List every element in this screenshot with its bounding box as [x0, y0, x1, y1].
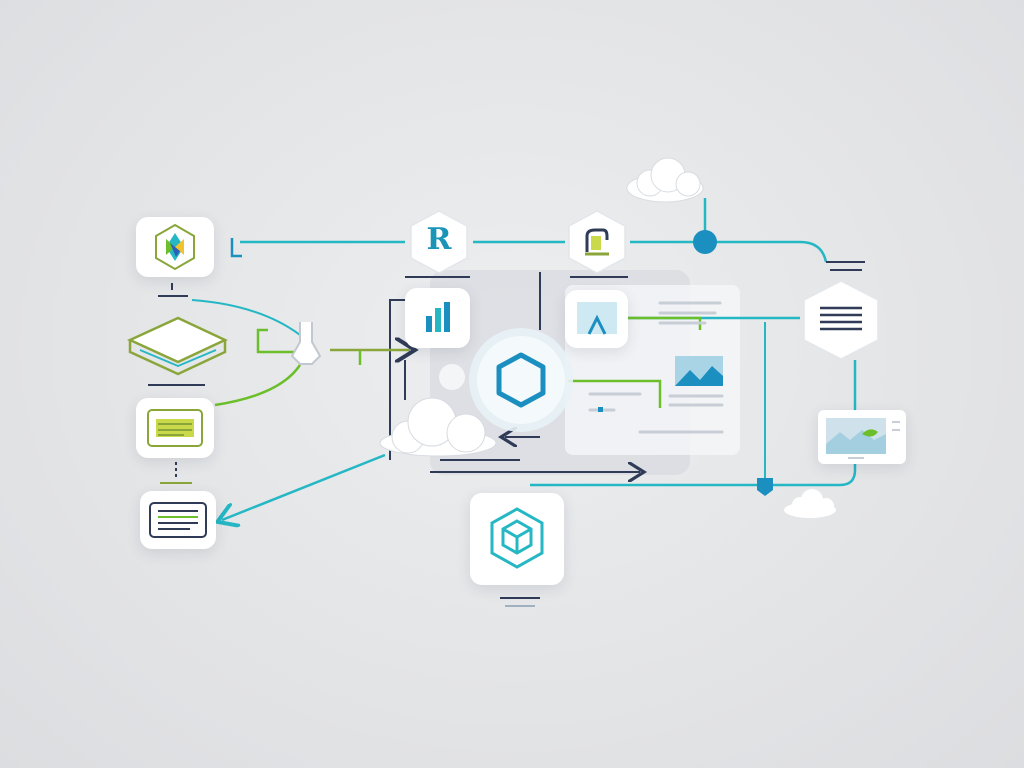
node-colorful-hexagon[interactable] — [136, 217, 214, 277]
connector-left-upper — [191, 299, 301, 336]
node-document-hexagon[interactable] — [800, 278, 882, 362]
central-hexagon-icon — [469, 328, 573, 432]
gauge-icon — [568, 210, 626, 274]
node-green-document[interactable] — [136, 398, 214, 458]
connector-top-right — [630, 240, 828, 263]
r-hexagon-shape — [410, 210, 468, 274]
arrow-to-list-card — [222, 453, 386, 520]
green-step-left-2 — [256, 340, 300, 354]
center-bracket-left — [389, 299, 410, 460]
document-hexagon-icon — [803, 280, 879, 360]
connector-green-elbow — [568, 379, 662, 408]
list-icon — [149, 502, 207, 538]
r-label: R — [426, 222, 452, 257]
image-icon — [577, 302, 617, 335]
node-monitor-card[interactable] — [818, 410, 906, 464]
connector-left-lower — [214, 364, 302, 407]
node-bar-chart[interactable] — [405, 288, 470, 348]
green-step-left — [256, 328, 268, 340]
colorful-hexagon-icon — [155, 223, 195, 271]
node-central-hexagon[interactable] — [466, 325, 576, 435]
junction-dot — [693, 230, 717, 254]
node-cube-card[interactable] — [470, 493, 564, 585]
node-gauge-hexagon[interactable] — [563, 208, 631, 276]
connector-green-mid — [610, 316, 702, 330]
bottom-marker — [757, 478, 773, 496]
connector-bottom-right — [530, 360, 857, 487]
green-document-icon — [147, 409, 203, 447]
bar-chart-icon — [426, 302, 450, 332]
node-r-hexagon[interactable]: R — [405, 208, 473, 276]
node-image-card[interactable] — [565, 290, 628, 348]
node-list-card[interactable] — [140, 491, 216, 549]
cube-icon — [490, 507, 544, 569]
connector-bracket — [230, 238, 242, 258]
monitor-icon — [826, 418, 900, 459]
